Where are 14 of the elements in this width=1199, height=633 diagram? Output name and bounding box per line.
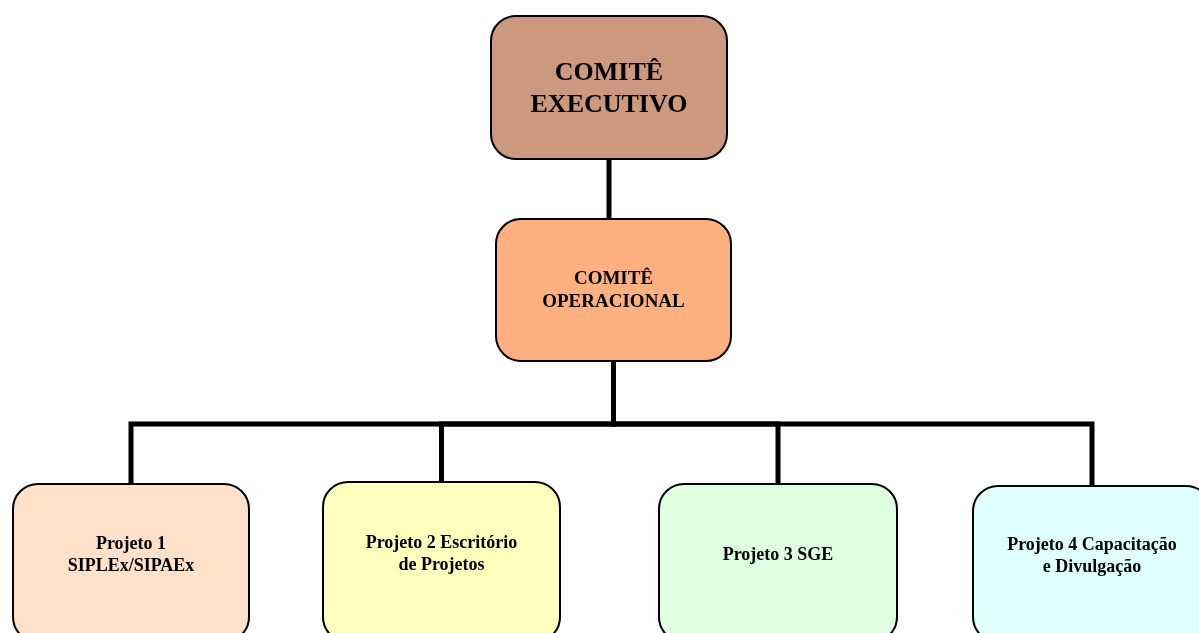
box-label: Projeto 1 SIPLEx/SIPAEx: [66, 533, 196, 577]
org-box: [658, 483, 898, 633]
connector-line: [606, 160, 612, 218]
org-box: [495, 218, 732, 362]
org-box: [322, 481, 561, 633]
connector-line: [611, 362, 1095, 485]
box-label: Projeto 3 SGE: [722, 544, 834, 566]
box-label: COMITÊ OPERACIONAL: [541, 267, 686, 313]
box-label: Projeto 4 Capacitação e Divulgação: [1007, 534, 1177, 578]
org-box: [490, 15, 728, 160]
box-label: COMITÊ EXECUTIVO: [529, 56, 689, 119]
org-box: [972, 485, 1199, 633]
org-box: [12, 483, 250, 633]
box-label: Projeto 2 Escritório de Projetos: [364, 532, 519, 576]
